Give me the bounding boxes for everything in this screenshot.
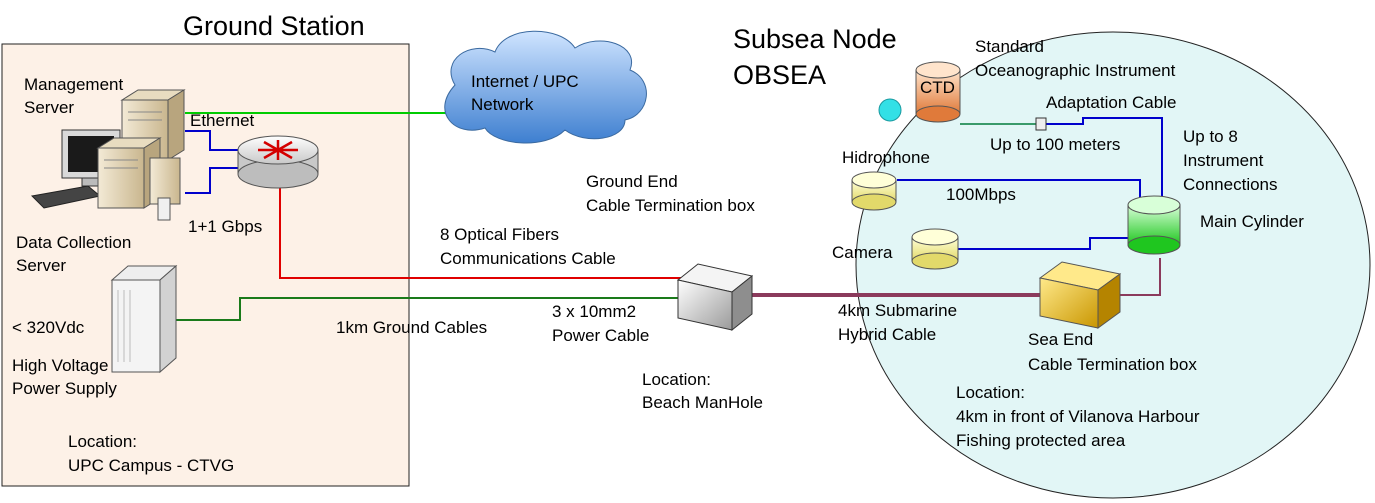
ground-location-label-2: UPC Campus - CTVG <box>68 456 234 475</box>
main-cylinder-label: Main Cylinder <box>1200 212 1304 231</box>
data-collection-server-label-1: Data Collection <box>16 233 131 252</box>
power-cable-label-1: 3 x 10mm2 <box>552 302 636 321</box>
power-cable-label-2: Power Cable <box>552 326 649 345</box>
subsea-title-1: Subsea Node <box>733 24 897 54</box>
distance-label: Up to 100 meters <box>990 135 1120 154</box>
optical-fiber-cable <box>279 188 690 279</box>
bandwidth-label: 100Mbps <box>946 185 1016 204</box>
power-supply-label-1: High Voltage <box>12 356 108 375</box>
link-speed-label: 1+1 Gbps <box>188 217 262 236</box>
connections-label-1: Up to 8 <box>1183 127 1238 146</box>
subsea-location-label-1: Location: <box>956 383 1025 402</box>
lan-link-1 <box>185 130 238 151</box>
ground-cables-label: 1km Ground Cables <box>336 318 487 337</box>
router-icon <box>237 135 319 189</box>
sea-end-box-label-1: Sea End <box>1028 330 1093 349</box>
submarine-cable-label-1: 4km Submarine <box>838 301 957 320</box>
subsea-title-2: OBSEA <box>733 60 826 90</box>
ctd-instrument-icon <box>878 61 961 123</box>
adaptation-cable-label: Adaptation Cable <box>1046 93 1176 112</box>
lan-link-2 <box>185 167 238 194</box>
management-server-label-1: Management <box>24 75 124 94</box>
optical-fibers-label-1: 8 Optical Fibers <box>440 225 559 244</box>
hidrophone-label: Hidrophone <box>842 148 930 167</box>
ctd-label: CTD <box>920 78 955 97</box>
ground-end-box-label-1: Ground End <box>586 172 678 191</box>
hidrophone-link <box>897 179 1141 200</box>
ground-station-title: Ground Station <box>183 11 365 41</box>
ground-power-cable <box>160 297 690 321</box>
power-supply-icon <box>110 264 178 374</box>
subsea-location-label-2: 4km in front of Vilanova Harbour <box>956 407 1200 426</box>
internet-cloud-icon <box>444 30 647 144</box>
connections-label-2: Instrument <box>1183 151 1264 170</box>
cloud-label-1: Internet / UPC <box>471 72 579 91</box>
voltage-label: < 320Vdc <box>12 318 85 337</box>
cloud-label-2: Network <box>471 95 534 114</box>
subsea-location-label-3: Fishing protected area <box>956 431 1126 450</box>
power-supply-label-2: Power Supply <box>12 379 117 398</box>
camera-label: Camera <box>832 243 893 262</box>
data-collection-server-icon <box>96 137 181 221</box>
beach-location-label-2: Beach ManHole <box>642 393 763 412</box>
ground-station-panel <box>1 43 410 487</box>
standard-instrument-label-1: Standard <box>975 37 1044 56</box>
camera-icon <box>911 228 959 270</box>
sea-end-termination-box-icon <box>1038 261 1122 329</box>
standard-instrument-label-2: Oceanographic Instrument <box>975 61 1176 80</box>
optical-fibers-label-2: Communications Cable <box>440 249 616 268</box>
beach-location-label-1: Location: <box>642 370 711 389</box>
sea-end-box-label-2: Cable Termination box <box>1028 355 1197 374</box>
submarine-cable-label-2: Hybrid Cable <box>838 325 936 344</box>
hidrophone-icon <box>851 171 897 211</box>
subsea-node-area <box>855 31 1371 499</box>
adaptation-connector-icon <box>1035 117 1047 131</box>
ethernet-label: Ethernet <box>190 111 255 130</box>
data-collection-server-label-2: Server <box>16 256 66 275</box>
ground-location-label-1: Location: <box>68 432 137 451</box>
ground-end-box-label-2: Cable Termination box <box>586 196 755 215</box>
ctd-link <box>1045 117 1163 198</box>
ground-end-termination-box-icon <box>676 263 754 332</box>
connections-label-3: Connections <box>1183 175 1278 194</box>
management-server-label-2: Server <box>24 98 74 117</box>
camera-link <box>958 237 1128 250</box>
main-cylinder-icon <box>1127 195 1181 255</box>
